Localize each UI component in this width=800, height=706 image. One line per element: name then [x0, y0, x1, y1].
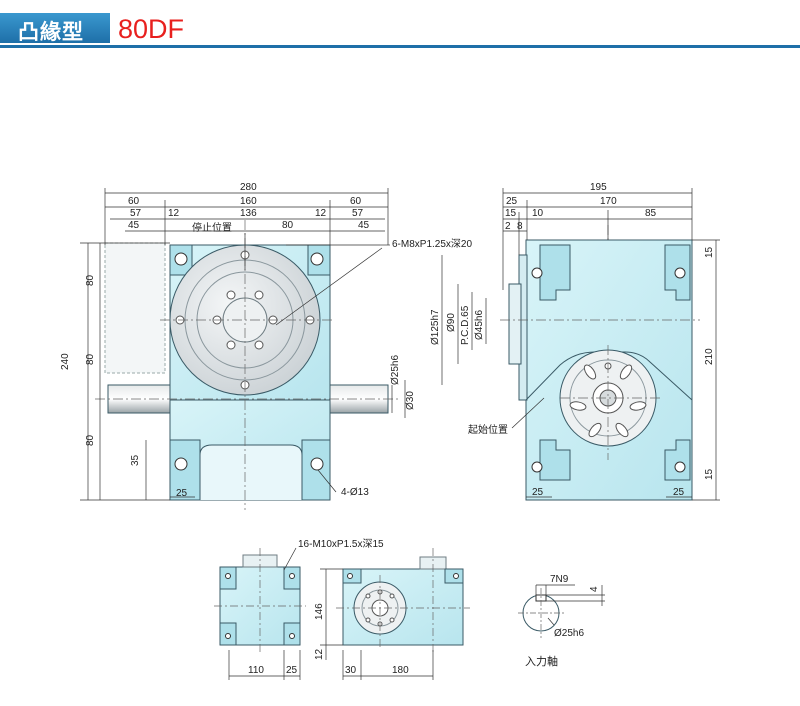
side-dimension-texts: 195 25 170 15 10 85 2 8 Ø125h7 Ø90 P.C.D…	[430, 182, 715, 498]
label-stop-position: 停止位置	[192, 221, 232, 234]
front-leader-lines	[244, 233, 383, 493]
callout-thread-bottom: 16-M10xP1.5x深15	[298, 538, 384, 550]
dim-180: 180	[392, 665, 409, 676]
dim-210: 210	[704, 348, 715, 365]
callout-mount-holes: 4-Ø13	[341, 487, 369, 498]
dim-45-right: 45	[358, 220, 370, 231]
side-leader-lines	[511, 397, 545, 429]
dim-170: 170	[600, 196, 617, 207]
dim-12-left: 12	[168, 208, 180, 219]
side-dimensions	[441, 188, 720, 501]
dim-25-bottom: 25	[286, 665, 298, 676]
shaft-detail	[518, 588, 564, 638]
dim-12-bottom: 12	[314, 648, 325, 660]
dim-d25h6: Ø25h6	[390, 355, 401, 385]
dim-10: 10	[532, 208, 544, 219]
dim-80: 80	[282, 220, 294, 231]
dim-d30: Ø30	[405, 391, 416, 410]
header-bar: 凸緣型 80DF	[0, 10, 800, 48]
shaft-dimensions	[535, 584, 605, 626]
front-dimension-texts: 280 60 160 60 57 12 136 12 57 45 80 45 2…	[60, 182, 472, 499]
bottom-left-dimensions	[228, 547, 301, 680]
caption-input-shaft: 入力軸	[525, 654, 558, 668]
dim-25-side: 25	[506, 196, 518, 207]
header-rule	[0, 45, 800, 48]
dim-110: 110	[248, 665, 264, 676]
dim-280: 280	[240, 182, 257, 193]
dim-35: 35	[130, 454, 141, 466]
dim-4: 4	[589, 586, 600, 592]
bottom-middle-dimensions	[320, 568, 434, 680]
dim-45-left: 45	[128, 220, 140, 231]
dim-d25h6-shaft: Ø25h6	[554, 628, 584, 639]
dim-57-left: 57	[130, 208, 142, 219]
dim-160: 160	[240, 196, 257, 207]
shaft-texts: 7N9 4 Ø25h6 入力軸	[525, 574, 600, 668]
model-name: 80DF	[118, 14, 185, 44]
dim-136: 136	[240, 208, 257, 219]
bottom-middle-view	[336, 548, 470, 655]
dim-12-right: 12	[315, 208, 327, 219]
dim-80-mid: 80	[85, 353, 96, 365]
dim-7n9: 7N9	[550, 574, 569, 585]
dim-d45h6: Ø45h6	[474, 310, 485, 340]
callout-thread-front: 6-M8xP1.25x深20	[392, 238, 472, 250]
dim-240: 240	[60, 353, 71, 370]
dim-57-right: 57	[352, 208, 364, 219]
front-view	[95, 220, 400, 510]
dim-15-top: 15	[704, 246, 715, 258]
side-view	[500, 225, 700, 501]
bottom-left-view	[214, 548, 306, 655]
bottom-middle-texts: 146 12 30 180	[314, 603, 409, 676]
dim-15-bottom: 15	[704, 468, 715, 480]
dim-15-side: 15	[505, 208, 517, 219]
label-start-position: 起始位置	[468, 423, 508, 436]
bottom-left-texts: 16-M10xP1.5x深15 110 25	[248, 538, 384, 676]
dim-30: 30	[345, 665, 357, 676]
header-tab	[0, 13, 110, 43]
dim-80-bottom: 80	[85, 434, 96, 446]
dim-2: 2	[505, 221, 511, 232]
dim-146: 146	[314, 603, 325, 620]
dim-d125h7: Ø125h7	[430, 309, 441, 345]
front-dimensions	[80, 188, 406, 501]
dim-80-top: 80	[85, 274, 96, 286]
dim-d90: Ø90	[446, 313, 457, 332]
dim-60-right: 60	[350, 196, 362, 207]
dim-195: 195	[590, 182, 607, 193]
dim-25-side-left: 25	[532, 487, 544, 498]
dim-85: 85	[645, 208, 657, 219]
dim-8: 8	[517, 221, 523, 232]
dim-25-front: 25	[176, 488, 188, 499]
dim-60-left: 60	[128, 196, 140, 207]
header-title: 凸緣型	[18, 21, 84, 44]
dim-25-side-right: 25	[673, 487, 685, 498]
dim-pcd65: P.C.D.65	[460, 305, 471, 345]
